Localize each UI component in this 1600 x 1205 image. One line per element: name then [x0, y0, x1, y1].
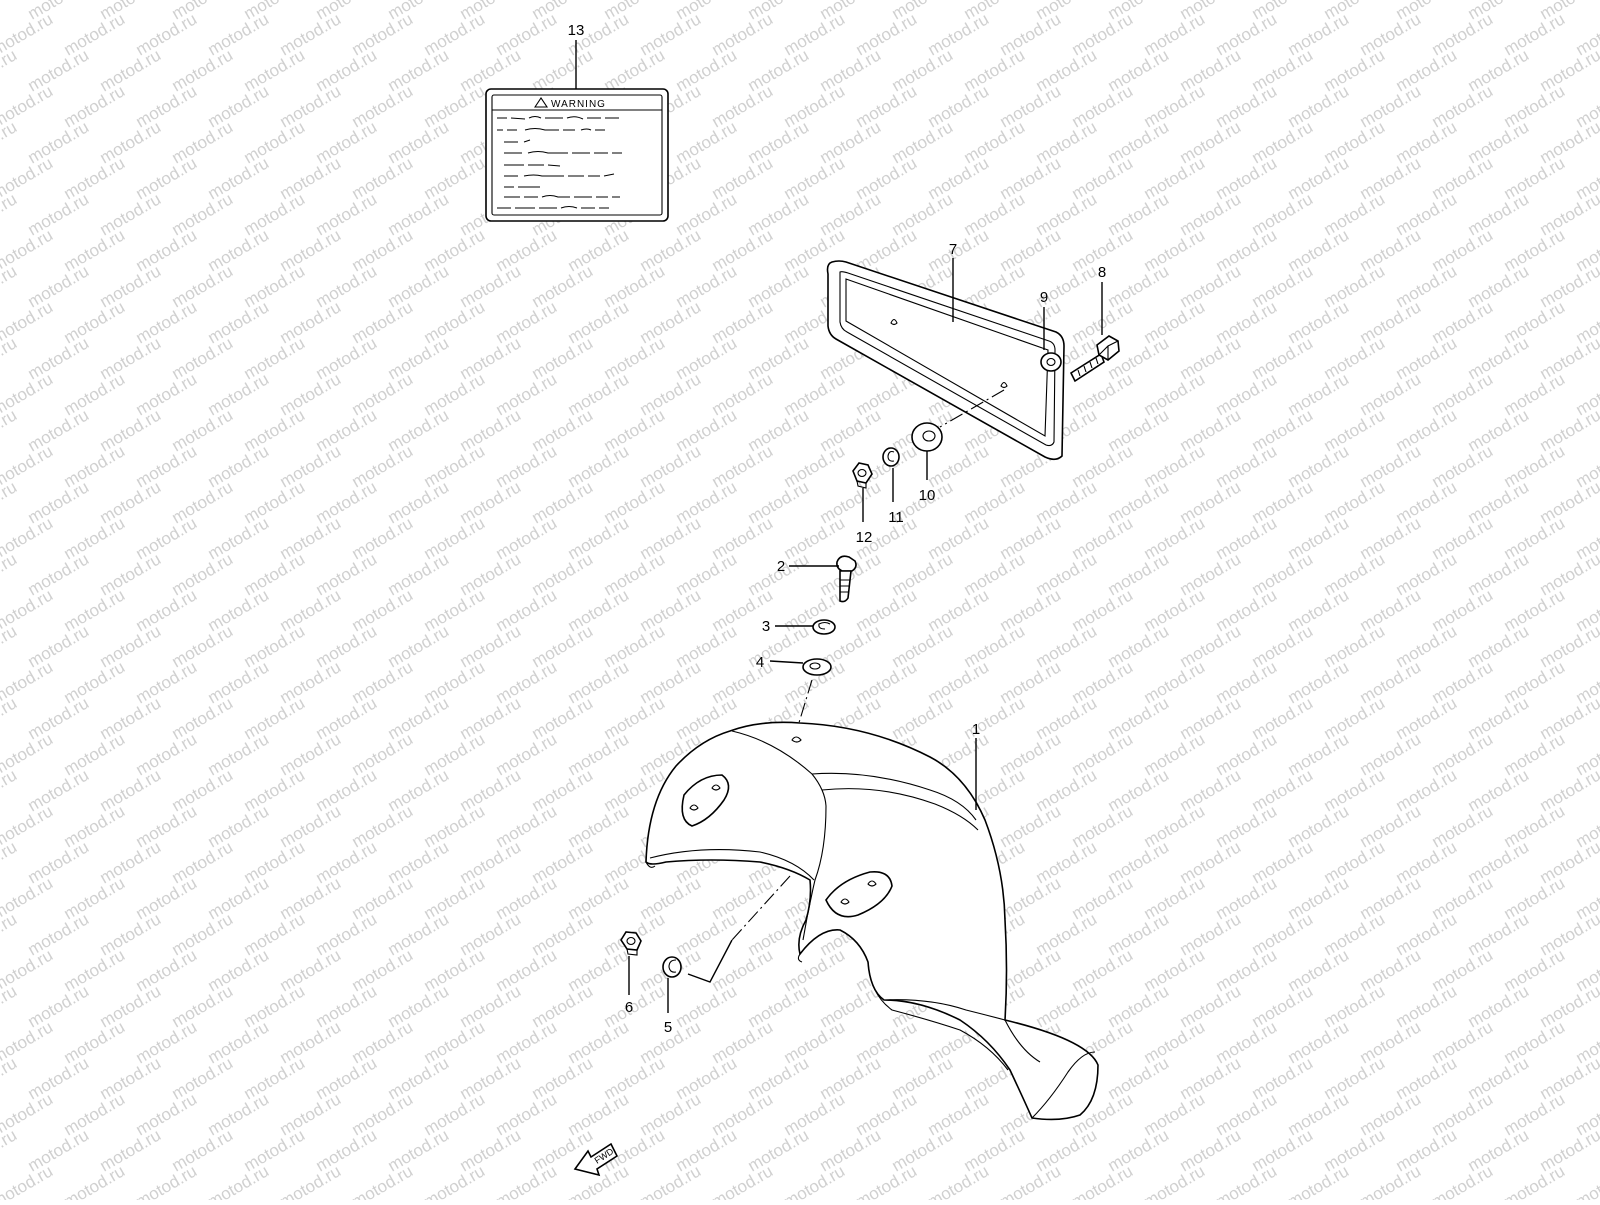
watermark-text: motod.ru: [349, 1161, 417, 1200]
watermark-text: motod.ru: [0, 909, 20, 959]
callout-10: 10: [919, 487, 936, 504]
callout-2: 2: [777, 558, 785, 575]
watermark-text: motod.ru: [0, 1053, 20, 1103]
spring-washer-3: [813, 620, 835, 634]
watermark-text: motod.ru: [61, 1161, 129, 1200]
watermark-text: motod.ru: [421, 1161, 489, 1200]
callout-4: 4: [756, 654, 764, 671]
callout-9: 9: [1040, 289, 1048, 306]
watermark-text: motod.ru: [277, 1161, 345, 1200]
watermark-text: motod.ru: [0, 117, 20, 167]
washer-4: [803, 659, 831, 675]
watermark-text: motod.ru: [0, 477, 20, 527]
callout-11: 11: [888, 509, 904, 526]
watermark-text: motod.ru: [1429, 1161, 1497, 1200]
watermark-text: motod.ru: [0, 549, 20, 599]
watermark-text: motod.ru: [0, 261, 20, 311]
callout-3: 3: [762, 618, 770, 635]
watermark-text: motod.ru: [0, 981, 20, 1031]
watermark-text: motod.ru: [1501, 1161, 1569, 1200]
callout-6: 6: [625, 999, 633, 1016]
watermark-text: motod.ru: [0, 1161, 56, 1200]
watermark-text: motod.ru: [1069, 1161, 1137, 1200]
watermark-text: motod.ru: [781, 1161, 849, 1200]
callout-8: 8: [1098, 264, 1106, 281]
callout-5: 5: [664, 1019, 672, 1036]
warning-label: WARNING: [486, 89, 668, 221]
spring-washer-11: [883, 448, 899, 466]
watermark-text: motod.ru: [0, 333, 20, 383]
leader-line-4: [770, 661, 803, 663]
watermark-text: motod.ru: [853, 1161, 921, 1200]
watermark-text: motod.ru: [493, 1161, 561, 1200]
spring-washer-5: [663, 957, 681, 977]
watermark-text: motod.ru: [0, 765, 20, 815]
warning-label-heading: WARNING: [551, 99, 606, 110]
watermark-text: motod.ru: [1573, 1161, 1600, 1200]
watermark-text: motod.ru: [637, 1161, 705, 1200]
watermark-text: motod.ru: [0, 189, 20, 239]
watermark-text: motod.ru: [1213, 1161, 1281, 1200]
watermark-text: motod.ru: [709, 1161, 777, 1200]
watermark-text: motod.ru: [0, 0, 20, 23]
watermark-text: motod.ru: [925, 1161, 993, 1200]
washer-10: [912, 423, 942, 451]
watermark-text: motod.ru: [205, 1161, 273, 1200]
watermark-text: motod.ru: [1141, 1161, 1209, 1200]
watermark-text: motod.ru: [1357, 1161, 1425, 1200]
watermark-text: motod.ru: [133, 1161, 201, 1200]
washer-9: [1041, 353, 1061, 371]
callout-13: 13: [568, 22, 585, 39]
callout-7: 7: [949, 241, 957, 258]
watermark-text: motod.ru: [0, 1125, 20, 1175]
callout-12: 12: [856, 529, 873, 546]
callout-1: 1: [972, 721, 980, 738]
watermark-text: motod.ru: [997, 1161, 1065, 1200]
watermark-text: motod.ru: [0, 621, 20, 671]
watermark-text: motod.ru: [0, 45, 20, 95]
watermark-text: motod.ru: [0, 693, 20, 743]
watermark-text: motod.ru: [0, 837, 20, 887]
watermark-text: motod.ru: [1285, 1161, 1353, 1200]
watermark-text: motod.ru: [0, 405, 20, 455]
